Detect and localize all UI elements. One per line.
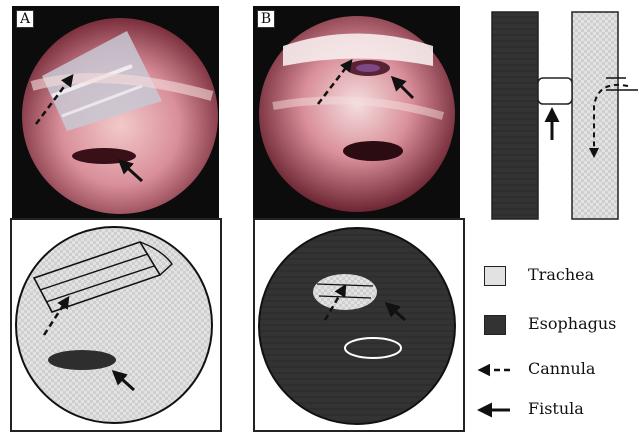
fistula-schematic	[488, 8, 639, 223]
fistula-tract	[538, 78, 572, 104]
legend-trachea-label: Trachea	[528, 265, 594, 284]
legend-cannula: Cannula	[470, 358, 639, 382]
endoscopy-photo-b: B	[253, 6, 460, 218]
diagram-b	[253, 218, 465, 432]
endoscopy-photo-a: A	[12, 6, 219, 218]
dashed-arrow-icon	[470, 358, 520, 382]
schematic-drawing	[488, 8, 639, 223]
esophagus-swatch	[484, 315, 506, 335]
esophagus-column	[492, 12, 538, 219]
legend-esophagus-label: Esophagus	[528, 314, 616, 333]
legend-esophagus: Esophagus	[470, 313, 639, 337]
photo-b-drawing	[253, 6, 460, 218]
legend-fistula: Fistula	[470, 398, 639, 422]
diagram-a-drawing	[12, 220, 220, 430]
solid-arrow-icon	[470, 398, 520, 422]
legend-cannula-label: Cannula	[528, 359, 595, 378]
legend-trachea: Trachea	[470, 264, 639, 288]
trachea-swatch	[484, 266, 506, 286]
panel-b-label: B	[257, 10, 275, 28]
diagram-b-drawing	[255, 220, 463, 430]
photo-a-drawing	[12, 6, 219, 218]
panel-a-label: A	[16, 10, 34, 28]
legend-fistula-label: Fistula	[528, 399, 584, 418]
diagram-a	[10, 218, 222, 432]
